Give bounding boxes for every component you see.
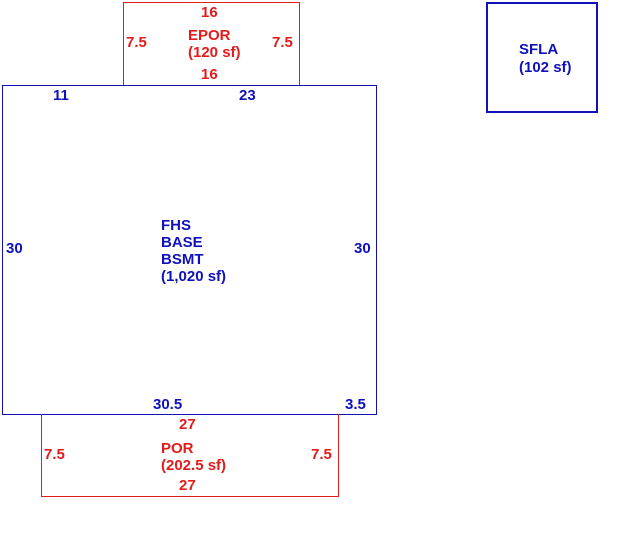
main-area-line: (1,020 sf) [161,268,227,285]
sfla-area-outline [486,2,598,113]
main-top-left-dimension: 11 [53,87,69,104]
sfla-name-label: SFLA [519,41,559,58]
main-bottom-right-dimension: 3.5 [345,396,366,413]
por-area-outline [41,414,339,497]
por-right-dimension: 7.5 [311,446,332,463]
main-area-label: FHS BASE BSMT (1,020 sf) [161,217,226,285]
sfla-area-label: (102 sf) [519,59,572,76]
epor-area-label: (120 sf) [188,44,241,61]
main-area-outline [2,85,377,415]
por-area-label: (202.5 sf) [161,457,227,474]
main-area-line: BSMT [161,251,204,268]
main-area-line: FHS [161,217,191,234]
epor-bottom-dimension: 16 [201,66,218,83]
main-area-line: BASE [161,234,203,251]
por-top-dimension: 27 [179,416,196,433]
epor-name-label: EPOR [188,27,231,44]
por-left-dimension: 7.5 [44,446,65,463]
por-name-label: POR [161,440,194,457]
epor-right-dimension: 7.5 [272,34,293,51]
por-bottom-dimension: 27 [179,477,196,494]
main-top-right-dimension: 23 [239,87,256,104]
main-bottom-left-dimension: 30.5 [153,396,183,413]
main-right-dimension: 30 [354,240,371,257]
epor-left-dimension: 7.5 [126,34,147,51]
main-left-dimension: 30 [6,240,23,257]
epor-top-dimension: 16 [201,4,218,21]
